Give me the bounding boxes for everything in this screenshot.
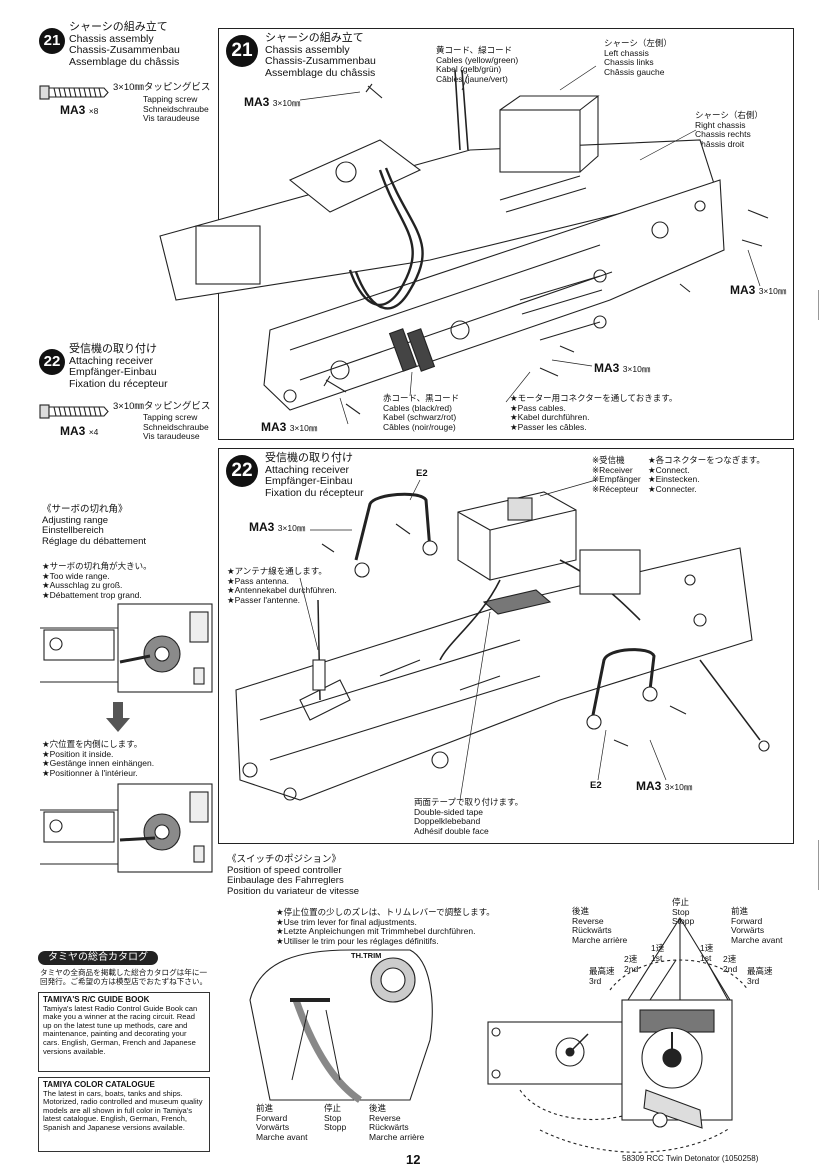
- dial-stop-label: 停止 Stop Stopp: [672, 897, 695, 926]
- tx-reverse-label: 後進 Reverse Rückwärts Marche arrière: [369, 1103, 425, 1142]
- panel22-number-badge: 22: [226, 455, 258, 487]
- panel22-title: 受信機の取り付け Attaching receiver Empfänger-Ei…: [265, 452, 364, 499]
- part-code-ma3-21: MA3 ×8: [60, 103, 99, 117]
- panel21-ma3-top: MA3 3×10㎜: [244, 95, 301, 109]
- cables-yellow-green-label: 黄コード、緑コード Cables (yellow/green) Kabel (g…: [436, 45, 519, 84]
- servo-inside-illustration: [40, 783, 213, 873]
- screw-type-21: Tapping screw Schneidschraube Vis taraud…: [143, 94, 209, 123]
- panel21-number-badge: 21: [226, 35, 258, 67]
- step22-panel: [218, 448, 794, 844]
- connect-note: ★各コネクターをつなぎます。 ★Connect. ★Einstecken. ★C…: [648, 455, 765, 494]
- trim-note: ★停止位置の少しのズレは、トリムレバーで調整します。 ★Use trim lev…: [276, 907, 495, 946]
- left-chassis-label: シャーシ（左側） Left chassis Chassis links Châs…: [604, 38, 672, 77]
- arrow-down-icon: [106, 702, 130, 732]
- dial-reverse-label: 後進 Reverse Rückwärts Marche arrière: [572, 906, 628, 945]
- tx-stop-label: 停止 Stop Stopp: [324, 1103, 347, 1132]
- panel21-ma3-bottom: MA3 3×10㎜: [261, 420, 318, 434]
- panel22-ma3-right: MA3 3×10㎜: [636, 779, 693, 793]
- speed-controller-title: 《スイッチのポジション》 Position of speed controlle…: [227, 854, 360, 897]
- screw-spec-22: 3×10㎜タッピングビス: [113, 401, 211, 412]
- cables-black-red-label: 赤コード、黒コード Cables (black/red) Kabel (schw…: [383, 393, 460, 432]
- page-number: 12: [406, 1152, 421, 1167]
- pass-cables-note: ★モーター用コネクターを通しておきます。 ★Pass cables. ★Kabe…: [510, 393, 678, 432]
- adjust-title: 《サーボの切れ角》 Adjusting range Einstellbereic…: [42, 504, 147, 547]
- part-e2-top: E2: [416, 468, 428, 479]
- screw-type-22: Tapping screw Schneidschraube Vis taraud…: [143, 412, 209, 441]
- adjust-too-wide-note: ★サーボの切れ角が大きい。 ★Too wide range. ★Ausschla…: [42, 561, 152, 600]
- step21-title: シャーシの組み立て Chassis assembly Chassis-Zusam…: [69, 21, 180, 68]
- dial-forward-label: 前進 Forward Vorwärts Marche avant: [731, 906, 783, 945]
- catalog-header: タミヤの総合カタログ: [38, 951, 158, 965]
- edge-mark: [818, 290, 821, 320]
- panel21-title: シャーシの組み立て Chassis assembly Chassis-Zusam…: [265, 32, 376, 79]
- th-trim-label: TH.TRIM: [351, 951, 382, 960]
- step22-title: 受信機の取り付け Attaching receiver Empfänger-Ei…: [69, 343, 168, 390]
- double-sided-tape-label: 両面テープで取り付けます。 Double-sided tape Doppelkl…: [414, 797, 524, 836]
- servo-wide-illustration: [40, 603, 213, 693]
- right-chassis-label: シャーシ（右側） Right chassis Chassis rechts Ch…: [695, 110, 763, 149]
- color-catalogue-box: TAMIYA COLOR CATALOGUE The latest in car…: [38, 1077, 210, 1152]
- step21-panel: [218, 28, 794, 440]
- step21-number-badge: 21: [39, 28, 65, 54]
- antenna-note: ★アンテナ線を通します。 ★Pass antenna. ★Antennekabe…: [227, 566, 337, 605]
- part-e2-bottom: E2: [590, 780, 602, 791]
- step22-number-badge: 22: [39, 349, 65, 375]
- tx-forward-label: 前進 Forward Vorwärts Marche avant: [256, 1103, 308, 1142]
- screw-icon: [39, 85, 109, 100]
- part-code-ma3-22: MA3 ×4: [60, 424, 99, 438]
- screw-icon: [39, 404, 109, 419]
- panel21-ma3-right: MA3 3×10㎜: [730, 283, 787, 297]
- product-code: 58309 RCC Twin Detonator (1050258): [622, 1154, 759, 1163]
- panel22-ma3-left: MA3 3×10㎜: [249, 520, 306, 534]
- edge-mark: [818, 840, 821, 890]
- catalog-intro: タミヤの全商品を掲載した総合カタログは年に一回発行。ご希望の方は模型店でおたずね…: [40, 968, 208, 986]
- adjust-inside-note: ★穴位置を内側にします。 ★Position it inside. ★Gestä…: [42, 739, 155, 778]
- receiver-label: ※受信機 ※Receiver ※Empfänger ※Récepteur: [592, 455, 641, 494]
- rc-guide-book-box: TAMIYA'S R/C GUIDE BOOK Tamiya's latest …: [38, 992, 210, 1072]
- panel21-ma3-middle: MA3 3×10㎜: [594, 361, 651, 375]
- screw-spec-21: 3×10㎜タッピングビス: [113, 82, 211, 93]
